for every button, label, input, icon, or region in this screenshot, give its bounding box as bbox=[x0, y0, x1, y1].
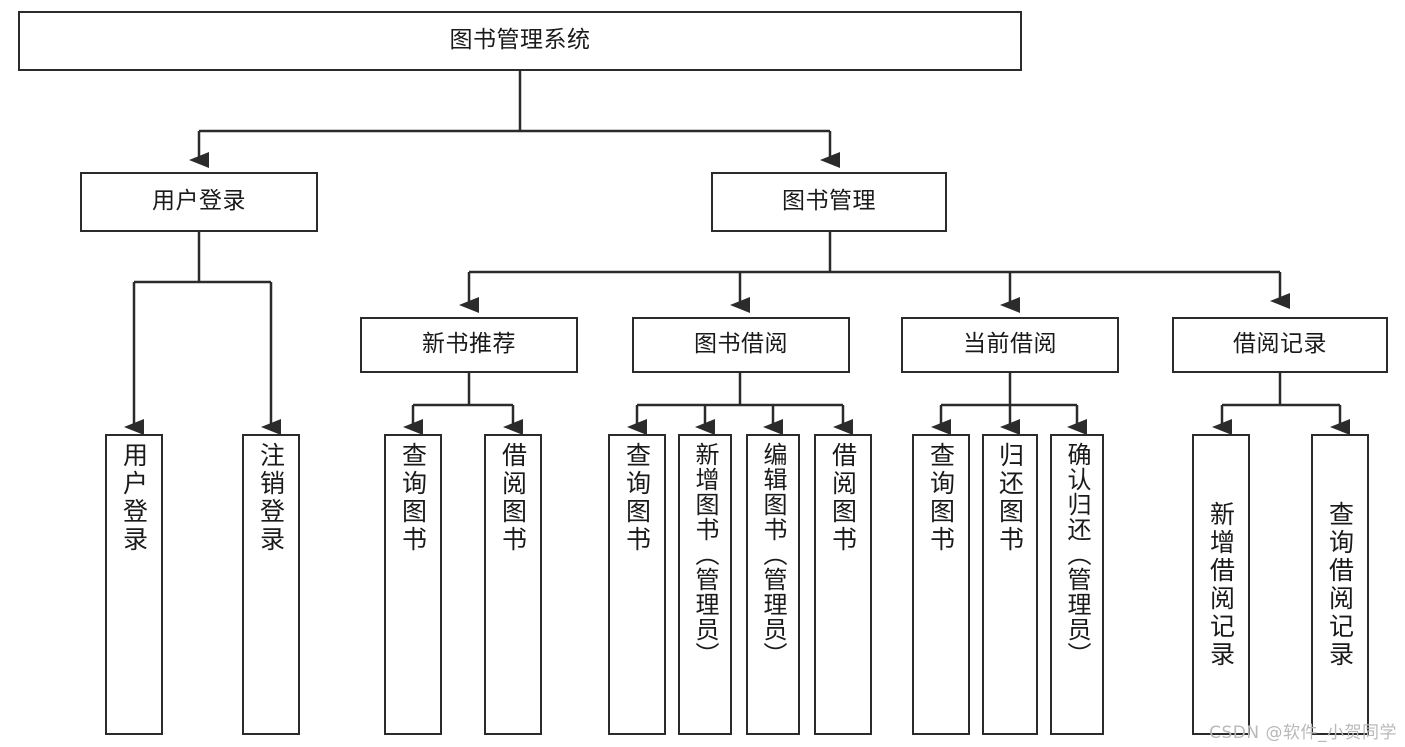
node-borrow-records-label: 借阅记录 bbox=[1233, 331, 1327, 358]
node-leaf-query-book-1[interactable]: 查询图书 bbox=[384, 434, 442, 735]
node-leaf-user-login-label: 用户登录 bbox=[119, 442, 149, 554]
node-leaf-return-book-label: 归还图书 bbox=[995, 442, 1025, 554]
node-leaf-query-record[interactable]: 查询借阅记录 bbox=[1311, 434, 1369, 735]
node-leaf-borrow-book-2-label: 借阅图书 bbox=[828, 442, 858, 554]
node-book-borrow-label: 图书借阅 bbox=[694, 331, 788, 358]
node-leaf-query-book-2[interactable]: 查询图书 bbox=[608, 434, 666, 735]
node-new-book-recommend-label: 新书推荐 bbox=[422, 331, 516, 358]
node-leaf-add-record[interactable]: 新增借阅记录 bbox=[1192, 434, 1250, 735]
node-leaf-query-book-3-label: 查询图书 bbox=[926, 442, 956, 554]
node-book-borrow[interactable]: 图书借阅 bbox=[632, 317, 850, 373]
node-new-book-recommend[interactable]: 新书推荐 bbox=[360, 317, 578, 373]
node-leaf-edit-book[interactable]: 编辑图书（管理员） bbox=[746, 434, 800, 735]
node-current-borrow[interactable]: 当前借阅 bbox=[901, 317, 1119, 373]
node-borrow-records[interactable]: 借阅记录 bbox=[1172, 317, 1388, 373]
node-leaf-add-book[interactable]: 新增图书（管理员） bbox=[678, 434, 732, 735]
node-root-label: 图书管理系统 bbox=[449, 27, 591, 54]
node-leaf-query-book-3[interactable]: 查询图书 bbox=[912, 434, 970, 735]
node-leaf-confirm-return-label: 确认归还（管理员） bbox=[1063, 442, 1091, 667]
node-leaf-add-record-label: 新增借阅记录 bbox=[1206, 500, 1236, 669]
node-leaf-borrow-book-1[interactable]: 借阅图书 bbox=[484, 434, 542, 735]
node-leaf-query-record-label: 查询借阅记录 bbox=[1325, 500, 1355, 669]
node-leaf-user-logout-label: 注销登录 bbox=[256, 442, 286, 554]
node-leaf-query-book-1-label: 查询图书 bbox=[398, 442, 428, 554]
watermark-text: CSDN @软件_小贺同学 bbox=[1209, 723, 1397, 743]
node-leaf-user-login[interactable]: 用户登录 bbox=[105, 434, 163, 735]
node-leaf-query-book-2-label: 查询图书 bbox=[622, 442, 652, 554]
node-current-borrow-label: 当前借阅 bbox=[963, 331, 1057, 358]
node-leaf-user-logout[interactable]: 注销登录 bbox=[242, 434, 300, 735]
node-leaf-edit-book-label: 编辑图书（管理员） bbox=[759, 442, 787, 667]
node-leaf-confirm-return[interactable]: 确认归还（管理员） bbox=[1050, 434, 1104, 735]
node-book-management[interactable]: 图书管理 bbox=[711, 172, 947, 232]
node-leaf-borrow-book-1-label: 借阅图书 bbox=[498, 442, 528, 554]
node-leaf-return-book[interactable]: 归还图书 bbox=[982, 434, 1038, 735]
node-leaf-add-book-label: 新增图书（管理员） bbox=[691, 442, 719, 667]
node-user-login-label: 用户登录 bbox=[152, 188, 246, 215]
node-book-management-label: 图书管理 bbox=[782, 188, 876, 215]
node-leaf-borrow-book-2[interactable]: 借阅图书 bbox=[814, 434, 872, 735]
node-root[interactable]: 图书管理系统 bbox=[18, 11, 1022, 71]
node-user-login[interactable]: 用户登录 bbox=[80, 172, 318, 232]
